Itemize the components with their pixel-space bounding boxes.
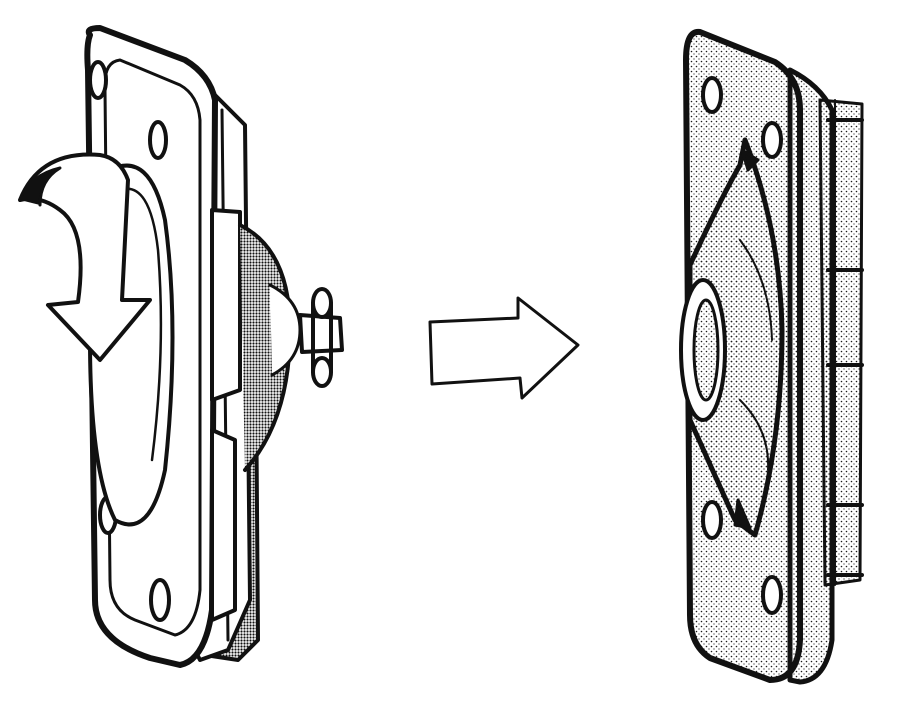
flange-plate-rotating-icon bbox=[18, 25, 344, 668]
right-arrow-icon bbox=[428, 296, 580, 400]
flange-plate-removed-icon bbox=[679, 28, 864, 685]
